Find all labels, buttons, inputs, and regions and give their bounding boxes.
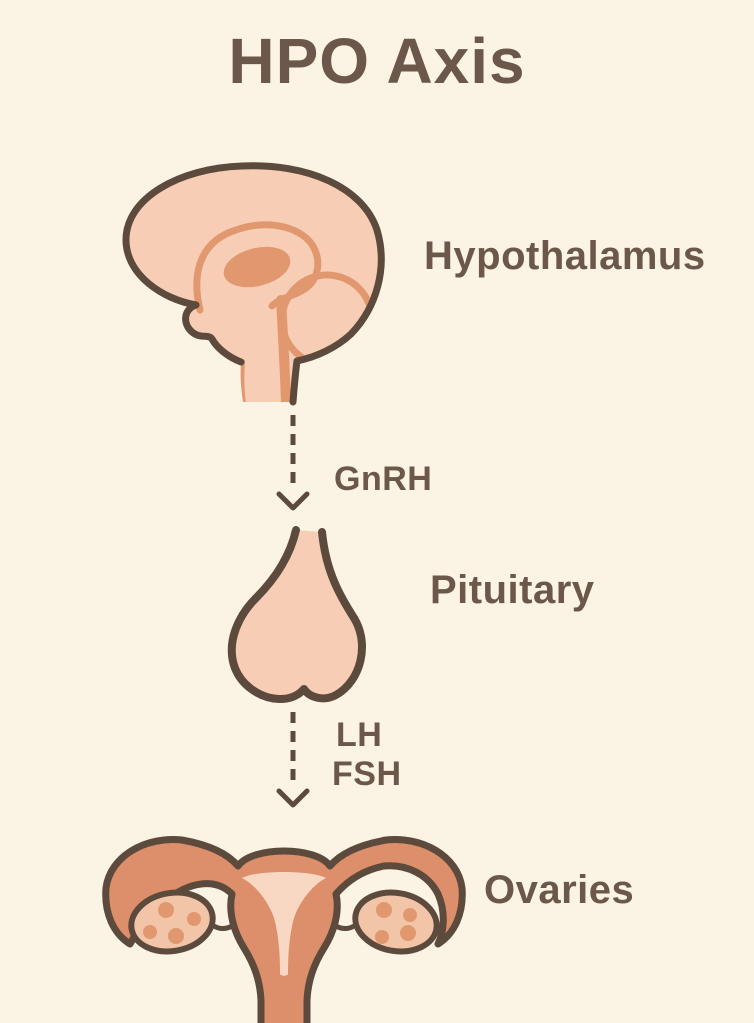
fsh-label: FSH — [332, 755, 402, 793]
lh-label: LH — [336, 716, 383, 754]
pituitary-label: Pituitary — [430, 568, 595, 612]
brain-icon — [122, 162, 385, 406]
gnrh-label: GnRH — [334, 460, 433, 498]
page-title: HPO Axis — [228, 25, 526, 97]
ovaries-uterus-icon — [102, 835, 466, 1023]
gnrh-arrow-icon — [276, 415, 310, 511]
hypothalamus-label: Hypothalamus — [424, 234, 706, 278]
ovaries-label: Ovaries — [484, 868, 635, 912]
pituitary-icon — [227, 526, 366, 703]
lh-fsh-arrow-icon — [276, 712, 310, 808]
